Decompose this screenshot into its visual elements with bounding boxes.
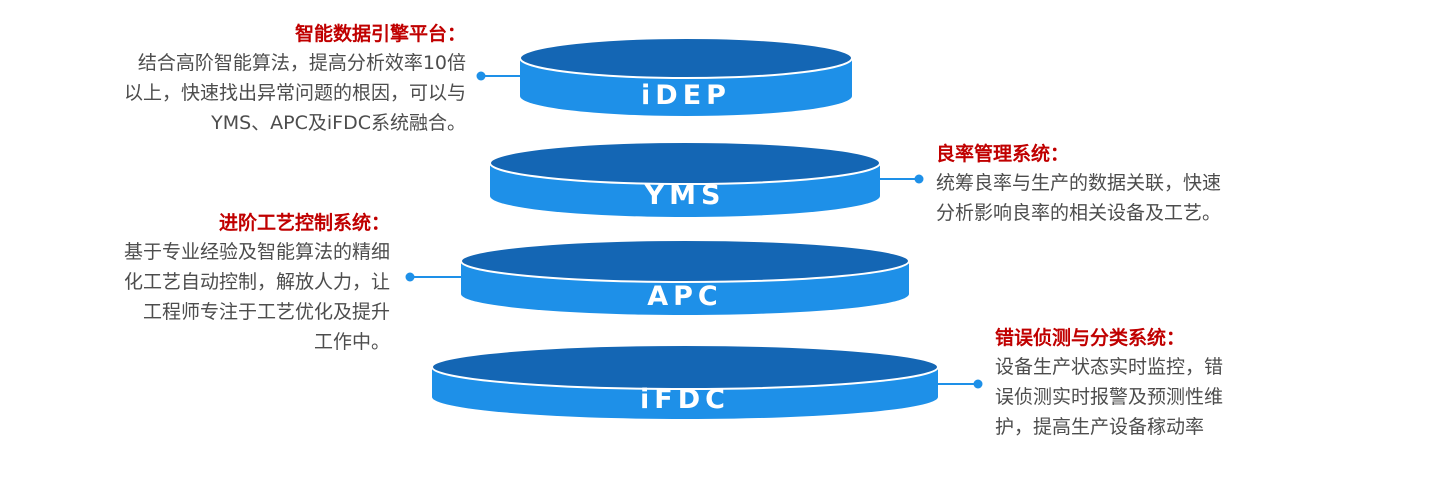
note-apc: 进阶工艺控制系统： 基于专业经验及智能算法的精细 化工艺自动控制，解放人力，让 … bbox=[124, 209, 390, 357]
note-ifdc-title: 错误侦测与分类系统： bbox=[995, 327, 1186, 349]
disk-label-apc: APC bbox=[647, 281, 723, 312]
note-apc-line: 工作中。 bbox=[313, 331, 390, 353]
note-ifdc-line: 护，提高生产设备稼动率 bbox=[995, 416, 1205, 438]
note-idep-line: YMS、APC及iFDC系统融合。 bbox=[211, 112, 466, 134]
note-ifdc: 错误侦测与分类系统： 设备生产状态实时监控，错 误侦测实时报警及预测性维 护，提… bbox=[995, 324, 1223, 442]
note-idep-line: 以上，快速找出异常问题的根因，可以与 bbox=[123, 82, 466, 104]
note-ifdc-line: 误侦测实时报警及预测性维 bbox=[995, 386, 1224, 408]
note-idep-title: 智能数据引擎平台： bbox=[294, 23, 466, 45]
disk-label-ifdc: iFDC bbox=[640, 384, 730, 415]
connector-idep bbox=[476, 71, 522, 81]
note-apc-line: 工程师专注于工艺优化及提升 bbox=[142, 301, 390, 323]
disk-yms: YMS bbox=[489, 141, 881, 217]
note-apc-line: 化工艺自动控制，解放人力，让 bbox=[123, 271, 390, 293]
note-yms-line: 分析影响良率的相关设备及工艺。 bbox=[936, 202, 1222, 224]
disk-label-yms: YMS bbox=[644, 180, 726, 211]
disk-apc: APC bbox=[460, 239, 910, 315]
note-idep-line: 结合高阶智能算法，提高分析效率10倍 bbox=[137, 52, 466, 74]
note-yms-title: 良率管理系统： bbox=[936, 143, 1070, 165]
note-idep: 智能数据引擎平台： 结合高阶智能算法，提高分析效率10倍 以上，快速找出异常问题… bbox=[124, 20, 466, 138]
connector-yms bbox=[878, 174, 924, 184]
note-yms: 良率管理系统： 统筹良率与生产的数据关联，快速 分析影响良率的相关设备及工艺。 bbox=[936, 140, 1221, 228]
disk-idep: iDEP bbox=[519, 37, 853, 116]
disk-ifdc: iFDC bbox=[431, 344, 939, 419]
note-apc-line: 基于专业经验及智能算法的精细 bbox=[123, 241, 390, 263]
note-apc-title: 进阶工艺控制系统： bbox=[218, 212, 390, 234]
disk-label-idep: iDEP bbox=[641, 80, 731, 111]
note-yms-line: 统筹良率与生产的数据关联，快速 bbox=[936, 172, 1222, 194]
connector-ifdc bbox=[935, 379, 983, 389]
note-ifdc-line: 设备生产状态实时监控，错 bbox=[995, 356, 1224, 378]
connector-apc bbox=[405, 272, 463, 282]
